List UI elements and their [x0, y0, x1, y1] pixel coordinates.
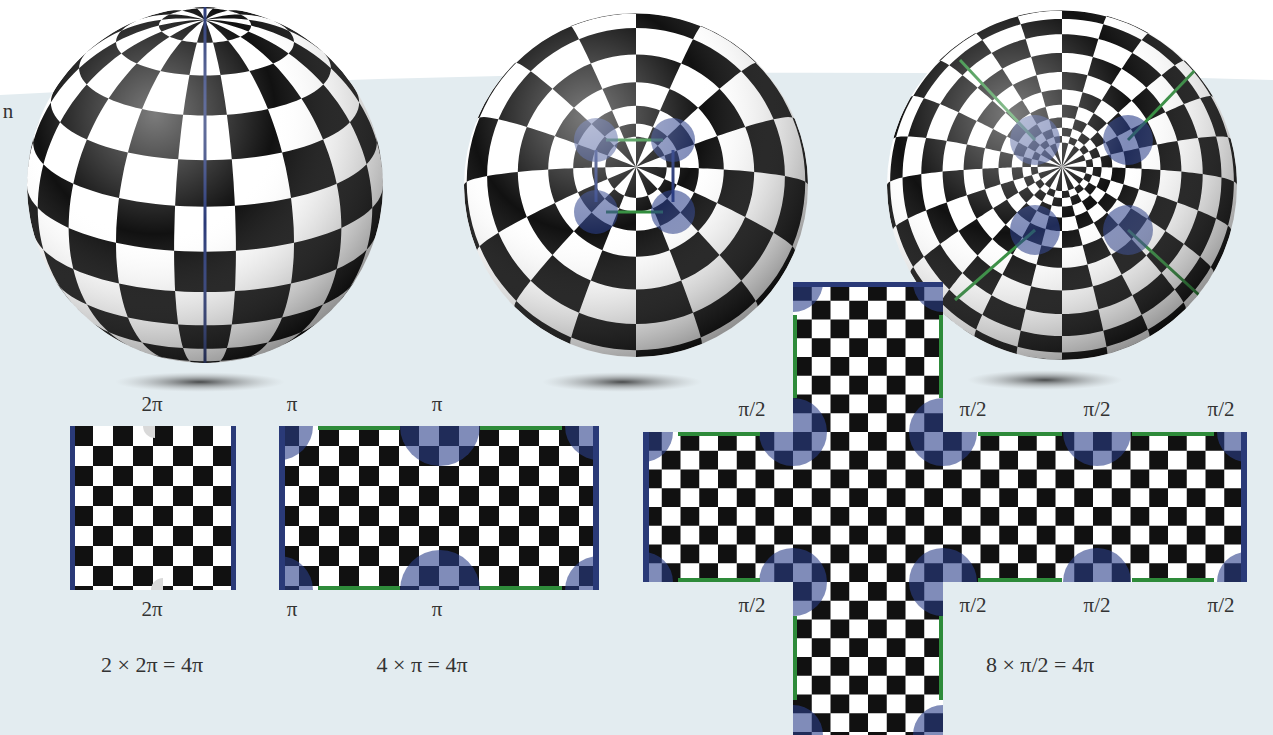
sphere-base — [464, 13, 808, 357]
angle-label: π — [432, 598, 443, 621]
angle-label: π/2 — [1084, 398, 1111, 421]
angle-label: π/2 — [739, 398, 766, 421]
seam-edges — [643, 282, 1247, 582]
angle-label: π — [287, 393, 298, 416]
sphere-base — [27, 7, 383, 363]
checker-sphere — [464, 13, 808, 357]
sum-equation: 2 × 2π = 4π — [101, 653, 203, 677]
seam-edge — [70, 426, 75, 590]
sphere-shading — [27, 7, 383, 363]
checker-cross-arm — [793, 282, 943, 735]
angle-label: π/2 — [739, 594, 766, 617]
sphere-shadow — [115, 372, 285, 392]
checker-sphere — [27, 7, 383, 363]
sphere-shading — [887, 10, 1237, 360]
sphere-shadow — [542, 372, 702, 392]
cone-points — [613, 252, 1273, 735]
sum-equation: 4 × π = 4π — [376, 653, 467, 677]
seam-edges — [318, 428, 562, 588]
angle-label: n — [3, 100, 14, 123]
sphere-base — [887, 10, 1237, 360]
checker-square — [73, 426, 233, 590]
angle-label: π/2 — [960, 398, 987, 421]
seam-edge — [593, 426, 599, 590]
angle-label: π — [432, 393, 443, 416]
seam-edge — [231, 426, 236, 590]
angle-label: 2π — [141, 598, 162, 621]
sphere-shadow — [967, 370, 1123, 390]
angle-label: π/2 — [1084, 594, 1111, 617]
seam-edge — [279, 426, 285, 590]
sphere-shading — [464, 13, 808, 357]
cone-mark — [143, 426, 155, 438]
cone-points — [279, 426, 599, 590]
cone-mark — [151, 578, 163, 590]
seam-edges — [678, 315, 1214, 700]
checker-sphere — [887, 10, 1237, 360]
angle-label: 2π — [141, 393, 162, 416]
angle-label: π/2 — [1208, 398, 1235, 421]
angle-label: π — [287, 598, 298, 621]
angle-label: π/2 — [960, 594, 987, 617]
angle-label: π/2 — [1208, 594, 1235, 617]
sum-equation: 8 × π/2 = 4π — [986, 653, 1094, 677]
